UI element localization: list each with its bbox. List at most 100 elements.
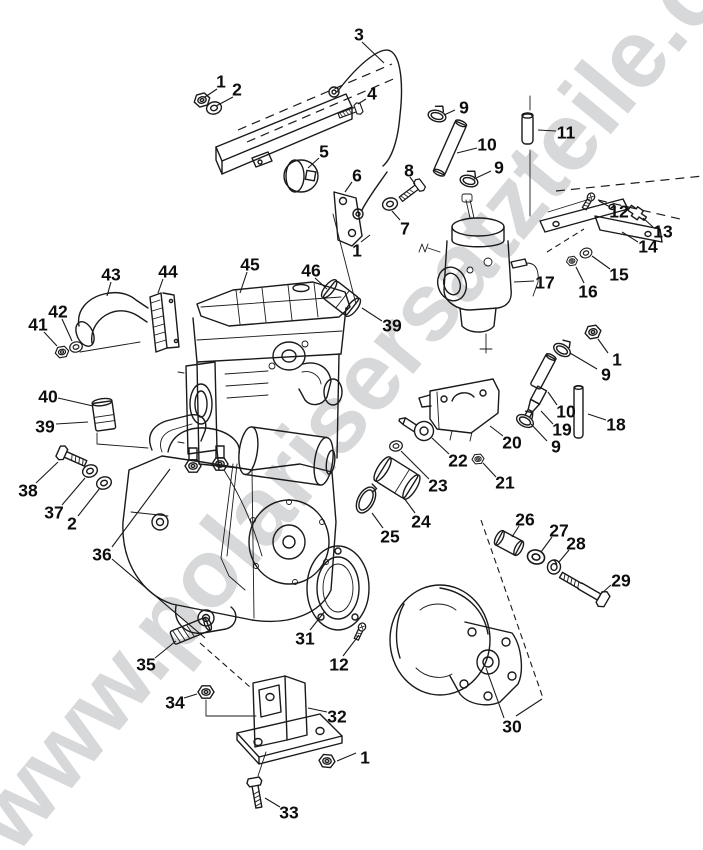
callout-25: 25 (380, 527, 400, 547)
nut-16 (565, 255, 579, 267)
tube-10a (432, 119, 468, 177)
nut-1c (583, 323, 603, 341)
leader-line-1 (597, 338, 609, 354)
leader-line-11 (537, 129, 557, 132)
sensor-22 (398, 417, 435, 442)
callout-44: 44 (158, 262, 178, 282)
callout-9: 9 (494, 158, 504, 178)
bolt-8 (396, 176, 428, 206)
leader-line-30 (515, 698, 543, 717)
leader-line-20 (489, 425, 504, 437)
fitting-13 (627, 204, 648, 222)
leader-line-39 (55, 421, 89, 425)
callout-2: 2 (67, 514, 77, 534)
callout-12: 12 (609, 202, 629, 222)
callout-20: 20 (502, 433, 522, 453)
leader-line-9 (473, 170, 492, 180)
callout-39: 39 (35, 417, 55, 437)
leader-line-16 (575, 266, 585, 284)
callout-2: 2 (232, 80, 242, 100)
leader-line-34 (183, 693, 198, 699)
callout-10: 10 (556, 402, 576, 422)
spacer-26 (493, 529, 525, 557)
callout-32: 32 (327, 707, 347, 727)
screw-12b (352, 621, 368, 642)
leader-line-8 (409, 176, 416, 185)
leader-line-10 (547, 391, 558, 406)
leader-line-14 (621, 231, 639, 243)
bracket-6 (333, 191, 363, 247)
callout-23: 23 (428, 476, 448, 496)
intake-elbow-43 (75, 291, 149, 347)
construction-lines (79, 63, 703, 777)
callout-19: 19 (552, 420, 572, 440)
callout-45: 45 (240, 255, 260, 275)
callout-26: 26 (515, 510, 535, 530)
bracket-14 (539, 198, 663, 243)
nut-41 (53, 345, 71, 359)
leader-line-7 (391, 210, 401, 221)
tube-10b (530, 353, 557, 390)
leader-line-42 (61, 318, 73, 342)
washer-15 (578, 245, 594, 261)
leader-line-41 (43, 331, 58, 347)
bracket-20 (418, 378, 500, 442)
leader-line-22 (431, 437, 450, 455)
cap-40 (91, 397, 117, 432)
bolt-38 (54, 443, 90, 471)
nut-21 (471, 453, 485, 465)
leader-line-3 (361, 41, 385, 64)
carburetor (418, 193, 539, 354)
callout-17: 17 (535, 273, 554, 293)
callout-18: 18 (606, 415, 626, 435)
callout-30: 30 (502, 717, 522, 737)
leader-line-24 (403, 497, 416, 514)
callout-11: 11 (557, 123, 576, 143)
leader-line-33 (264, 797, 281, 808)
leader-line-26 (511, 525, 520, 538)
leader-line-36 (111, 558, 206, 639)
leader-line-30 (485, 667, 505, 719)
leader-line-38 (35, 461, 59, 484)
callout-34: 34 (165, 693, 185, 713)
leader-line-9 (530, 423, 548, 442)
leader-line-19 (540, 410, 554, 425)
callout-39: 39 (382, 316, 402, 336)
leader-line-2 (77, 487, 101, 517)
washer-27 (525, 547, 547, 567)
callout-46: 46 (301, 261, 321, 281)
leader-line-12 (342, 634, 360, 657)
water-pump (389, 584, 523, 706)
flange-44 (149, 292, 180, 353)
callout-43: 43 (101, 265, 121, 285)
callout-38: 38 (18, 481, 38, 501)
leader-line-4 (357, 98, 367, 105)
leader-line-45 (239, 271, 248, 294)
rod-18 (573, 385, 584, 439)
leader-line-18 (587, 413, 607, 421)
damper-5 (283, 159, 319, 193)
callout-31: 31 (295, 629, 315, 649)
gasket-31 (306, 545, 370, 631)
callout-36: 36 (92, 545, 112, 565)
callout-1: 1 (216, 72, 226, 92)
leader-line-27 (540, 536, 553, 553)
leader-line-9 (569, 352, 598, 370)
leader-line-37 (61, 477, 86, 506)
callout-9: 9 (601, 365, 611, 385)
bolt-33 (245, 776, 267, 810)
clamp-9c (550, 335, 576, 360)
leader-line-9 (443, 109, 456, 116)
callout-24: 24 (411, 512, 431, 532)
leader-line-23 (400, 450, 430, 480)
callout-9: 9 (551, 437, 561, 457)
stud-35 (169, 616, 213, 645)
leader-line-32 (307, 707, 328, 713)
callout-9: 9 (459, 98, 469, 118)
callout-37: 37 (44, 503, 63, 523)
callout-35: 35 (136, 655, 156, 675)
leader-line-36 (111, 468, 171, 548)
